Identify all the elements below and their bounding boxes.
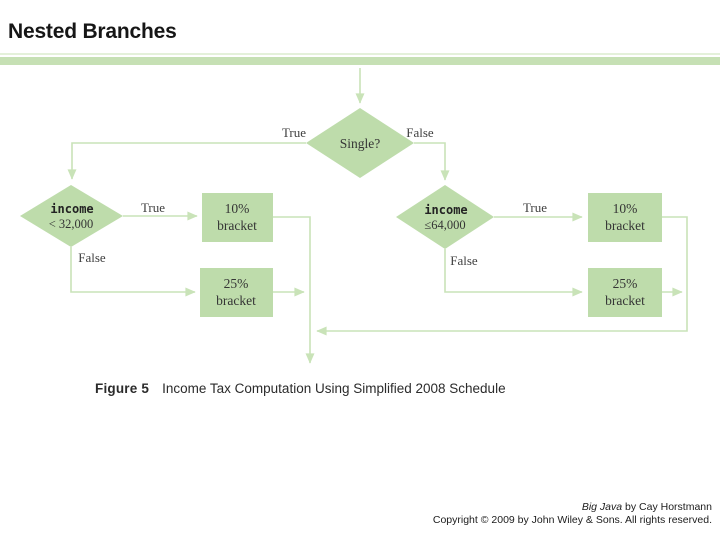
- label-single-false: False: [406, 125, 434, 140]
- edge-single-true: [67, 142, 306, 180]
- edge-single-false: [414, 142, 450, 181]
- title-underline-thin: [0, 53, 720, 55]
- box-right-10-bracket: [588, 193, 662, 242]
- label-right-false: False: [450, 253, 478, 268]
- figure-caption-label: Figure 5: [95, 381, 150, 396]
- box-left-10-bracket: [202, 193, 273, 242]
- decision-left-line1: income: [50, 202, 93, 216]
- title-underline-bar: [0, 57, 720, 65]
- decision-income-32000: [20, 185, 123, 247]
- figure-caption: Figure 5 Income Tax Computation Using Sim…: [95, 381, 506, 396]
- label-left-true: True: [141, 200, 165, 215]
- box-right-25-bracket: [588, 268, 662, 317]
- label-left-false: False: [78, 250, 106, 265]
- edge-right10-out-merge: [316, 216, 688, 336]
- decision-single-label: Single?: [340, 136, 381, 151]
- flowchart-diagram: Single? income < 32,000 income ≤64,000 1…: [20, 68, 688, 364]
- box-left10-line2: bracket: [217, 218, 257, 233]
- copyright-footer: Big Java by Cay Horstmann Copyright © 20…: [433, 501, 712, 527]
- box-left-25-bracket: [200, 268, 273, 317]
- label-right-true: True: [523, 200, 547, 215]
- footer-author: by Cay Horstmann: [622, 501, 712, 513]
- box-right25-line1: 25%: [613, 276, 638, 291]
- decision-left-line2: < 32,000: [49, 217, 94, 231]
- figure-caption-text: Income Tax Computation Using Simplified …: [162, 381, 506, 396]
- page-title: Nested Branches: [8, 20, 177, 43]
- footer-line2: Copyright © 2009 by John Wiley & Sons. A…: [432, 514, 712, 526]
- decision-right-line2: ≤64,000: [424, 218, 465, 232]
- footer-line1: Big Java by Cay Horstmann: [433, 501, 712, 514]
- box-right10-line1: 10%: [613, 201, 638, 216]
- box-right10-line2: bracket: [605, 218, 645, 233]
- decision-single: [306, 108, 414, 178]
- label-single-true: True: [282, 125, 306, 140]
- edge-left10-out: [273, 216, 315, 364]
- decision-income-64000: [396, 185, 494, 249]
- box-left25-line1: 25%: [224, 276, 249, 291]
- box-right25-line2: bracket: [605, 293, 645, 308]
- decision-right-line1: income: [424, 203, 467, 217]
- edge-right-false: [444, 249, 583, 297]
- box-left25-line2: bracket: [216, 293, 256, 308]
- box-left10-line1: 10%: [225, 201, 250, 216]
- edge-left-false: [70, 247, 196, 297]
- book-title: Big Java: [581, 501, 623, 513]
